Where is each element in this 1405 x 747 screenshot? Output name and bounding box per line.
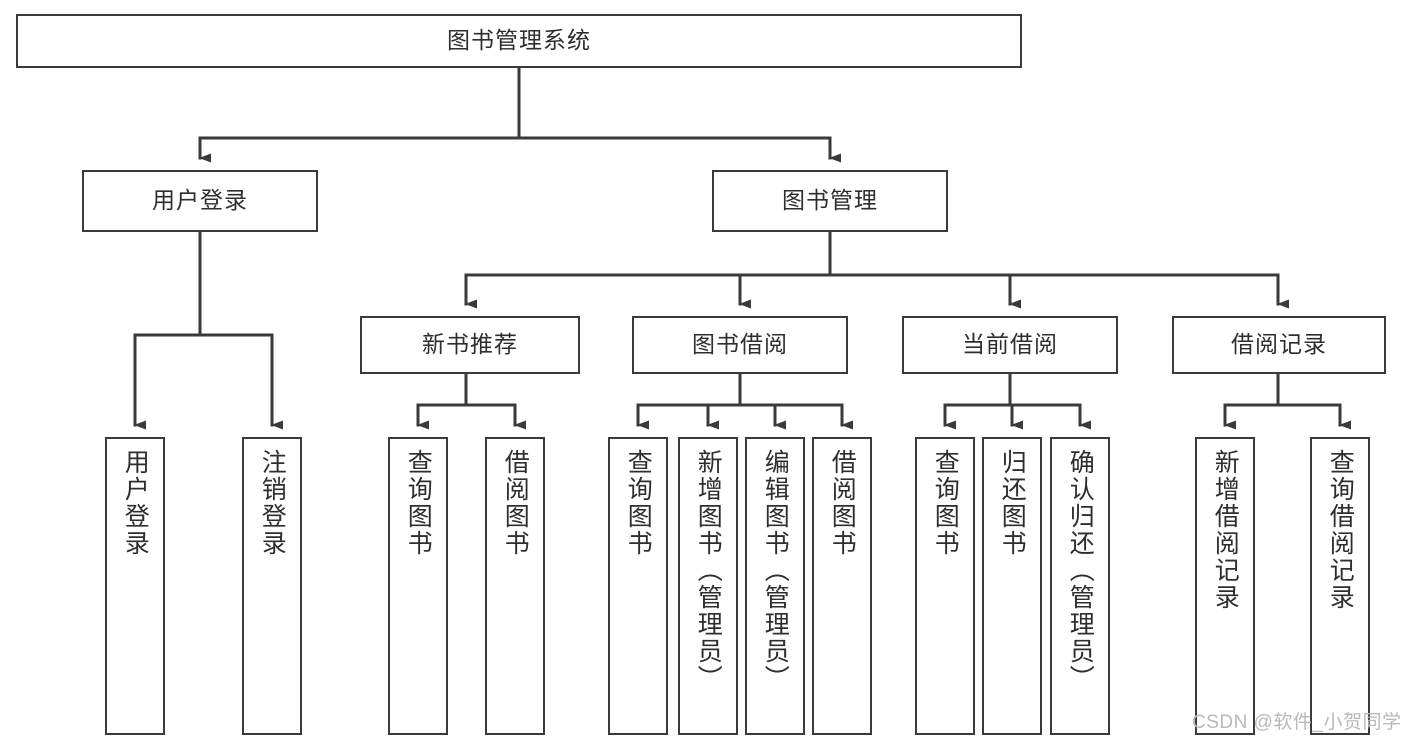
node-leaf-query-book-current-label: 查询图书	[931, 449, 960, 557]
node-leaf-logout[interactable]: 注销登录	[242, 437, 302, 735]
node-leaf-edit-book-admin[interactable]: 编辑图书（管理员）	[745, 437, 805, 735]
node-leaf-edit-book-admin-label: 编辑图书（管理员）	[761, 449, 790, 692]
node-leaf-user-login[interactable]: 用户登录	[105, 437, 165, 735]
node-leaf-borrow-book-label: 借阅图书	[828, 449, 857, 557]
node-leaf-query-borrow-record-label: 查询借阅记录	[1326, 449, 1355, 611]
node-leaf-add-borrow-record[interactable]: 新增借阅记录	[1195, 437, 1255, 735]
node-borrow-records-label: 借阅记录	[1231, 331, 1327, 358]
node-leaf-return-book-label: 归还图书	[998, 449, 1027, 557]
node-leaf-query-book-recommend-label: 查询图书	[404, 449, 433, 557]
node-leaf-logout-label: 注销登录	[258, 449, 287, 557]
node-book-management[interactable]: 图书管理	[712, 170, 948, 232]
node-borrow-records[interactable]: 借阅记录	[1172, 316, 1386, 374]
node-new-book-recommend[interactable]: 新书推荐	[360, 316, 580, 374]
node-leaf-return-book[interactable]: 归还图书	[982, 437, 1042, 735]
node-book-borrow-label: 图书借阅	[692, 331, 788, 358]
node-leaf-add-borrow-record-label: 新增借阅记录	[1211, 449, 1240, 611]
node-leaf-query-book-recommend[interactable]: 查询图书	[388, 437, 448, 735]
node-leaf-borrow-book-recommend-label: 借阅图书	[501, 449, 530, 557]
node-leaf-borrow-book-recommend[interactable]: 借阅图书	[485, 437, 545, 735]
node-leaf-user-login-label: 用户登录	[121, 449, 150, 557]
node-user-login-label: 用户登录	[152, 187, 248, 214]
node-leaf-query-borrow-record[interactable]: 查询借阅记录	[1310, 437, 1370, 735]
node-book-borrow[interactable]: 图书借阅	[632, 316, 848, 374]
node-current-borrow-label: 当前借阅	[962, 331, 1058, 358]
csdn-watermark: CSDN @软件_小贺同学	[1192, 712, 1402, 733]
node-new-book-recommend-label: 新书推荐	[422, 331, 518, 358]
node-leaf-query-book-borrow[interactable]: 查询图书	[608, 437, 668, 735]
node-leaf-add-book-admin[interactable]: 新增图书（管理员）	[678, 437, 738, 735]
node-leaf-confirm-return-admin[interactable]: 确认归还（管理员）	[1050, 437, 1110, 735]
node-leaf-confirm-return-admin-label: 确认归还（管理员）	[1066, 449, 1095, 692]
node-leaf-query-book-borrow-label: 查询图书	[624, 449, 653, 557]
node-user-login[interactable]: 用户登录	[82, 170, 318, 232]
node-root-label: 图书管理系统	[447, 27, 591, 54]
node-leaf-query-book-current[interactable]: 查询图书	[915, 437, 975, 735]
node-current-borrow[interactable]: 当前借阅	[902, 316, 1118, 374]
node-root[interactable]: 图书管理系统	[16, 14, 1022, 68]
node-leaf-borrow-book[interactable]: 借阅图书	[812, 437, 872, 735]
node-book-management-label: 图书管理	[782, 187, 878, 214]
node-leaf-add-book-admin-label: 新增图书（管理员）	[694, 449, 723, 692]
